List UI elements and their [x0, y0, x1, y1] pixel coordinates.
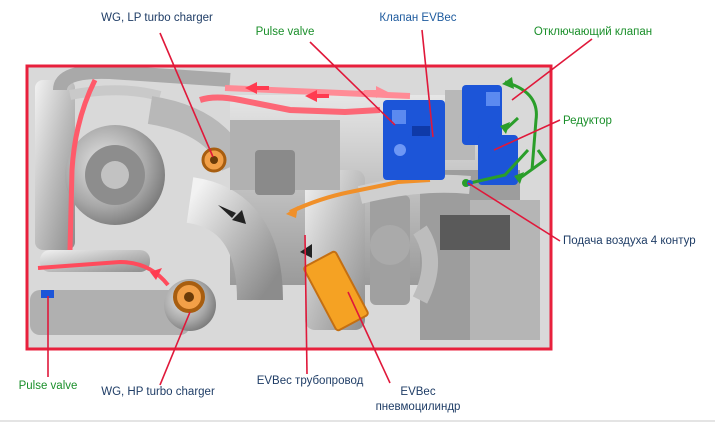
diagram-frame — [25, 64, 553, 351]
label-evbec-pipe: EVBec трубопровод — [256, 375, 364, 387]
label-evbec-cylinder-line1: EVBec — [400, 386, 436, 398]
label-pulse-valve-bottom: Pulse valve — [18, 380, 78, 392]
engine-illustration — [27, 66, 551, 349]
label-reducer: Редуктор — [563, 115, 612, 127]
valve-block — [383, 85, 518, 185]
curved-arrow-icon — [502, 77, 514, 89]
label-shutoff-valve: Отключающий клапан — [533, 26, 653, 38]
evbec-cylinder — [303, 250, 369, 332]
callout-lines — [47, 29, 593, 386]
right-arrow-icon — [376, 86, 388, 98]
down-arrow-icon — [232, 210, 246, 224]
pulse-valve-bottom — [41, 290, 54, 298]
label-pulse-valve-top: Pulse valve — [255, 26, 315, 38]
left-arrow-icon — [305, 90, 317, 102]
down-arrow-icon — [150, 268, 162, 280]
label-evbec-valve: Клапан EVBec — [379, 12, 457, 24]
label-evbec-cylinder-line2: пневмоцилиндр — [375, 401, 461, 413]
label-wg-hp: WG, HP turbo charger — [101, 386, 215, 398]
left-arrow-icon — [245, 82, 257, 94]
label-wg-lp: WG, LP turbo charger — [101, 12, 213, 24]
label-air-supply: Подача воздуха 4 контур — [563, 235, 696, 247]
